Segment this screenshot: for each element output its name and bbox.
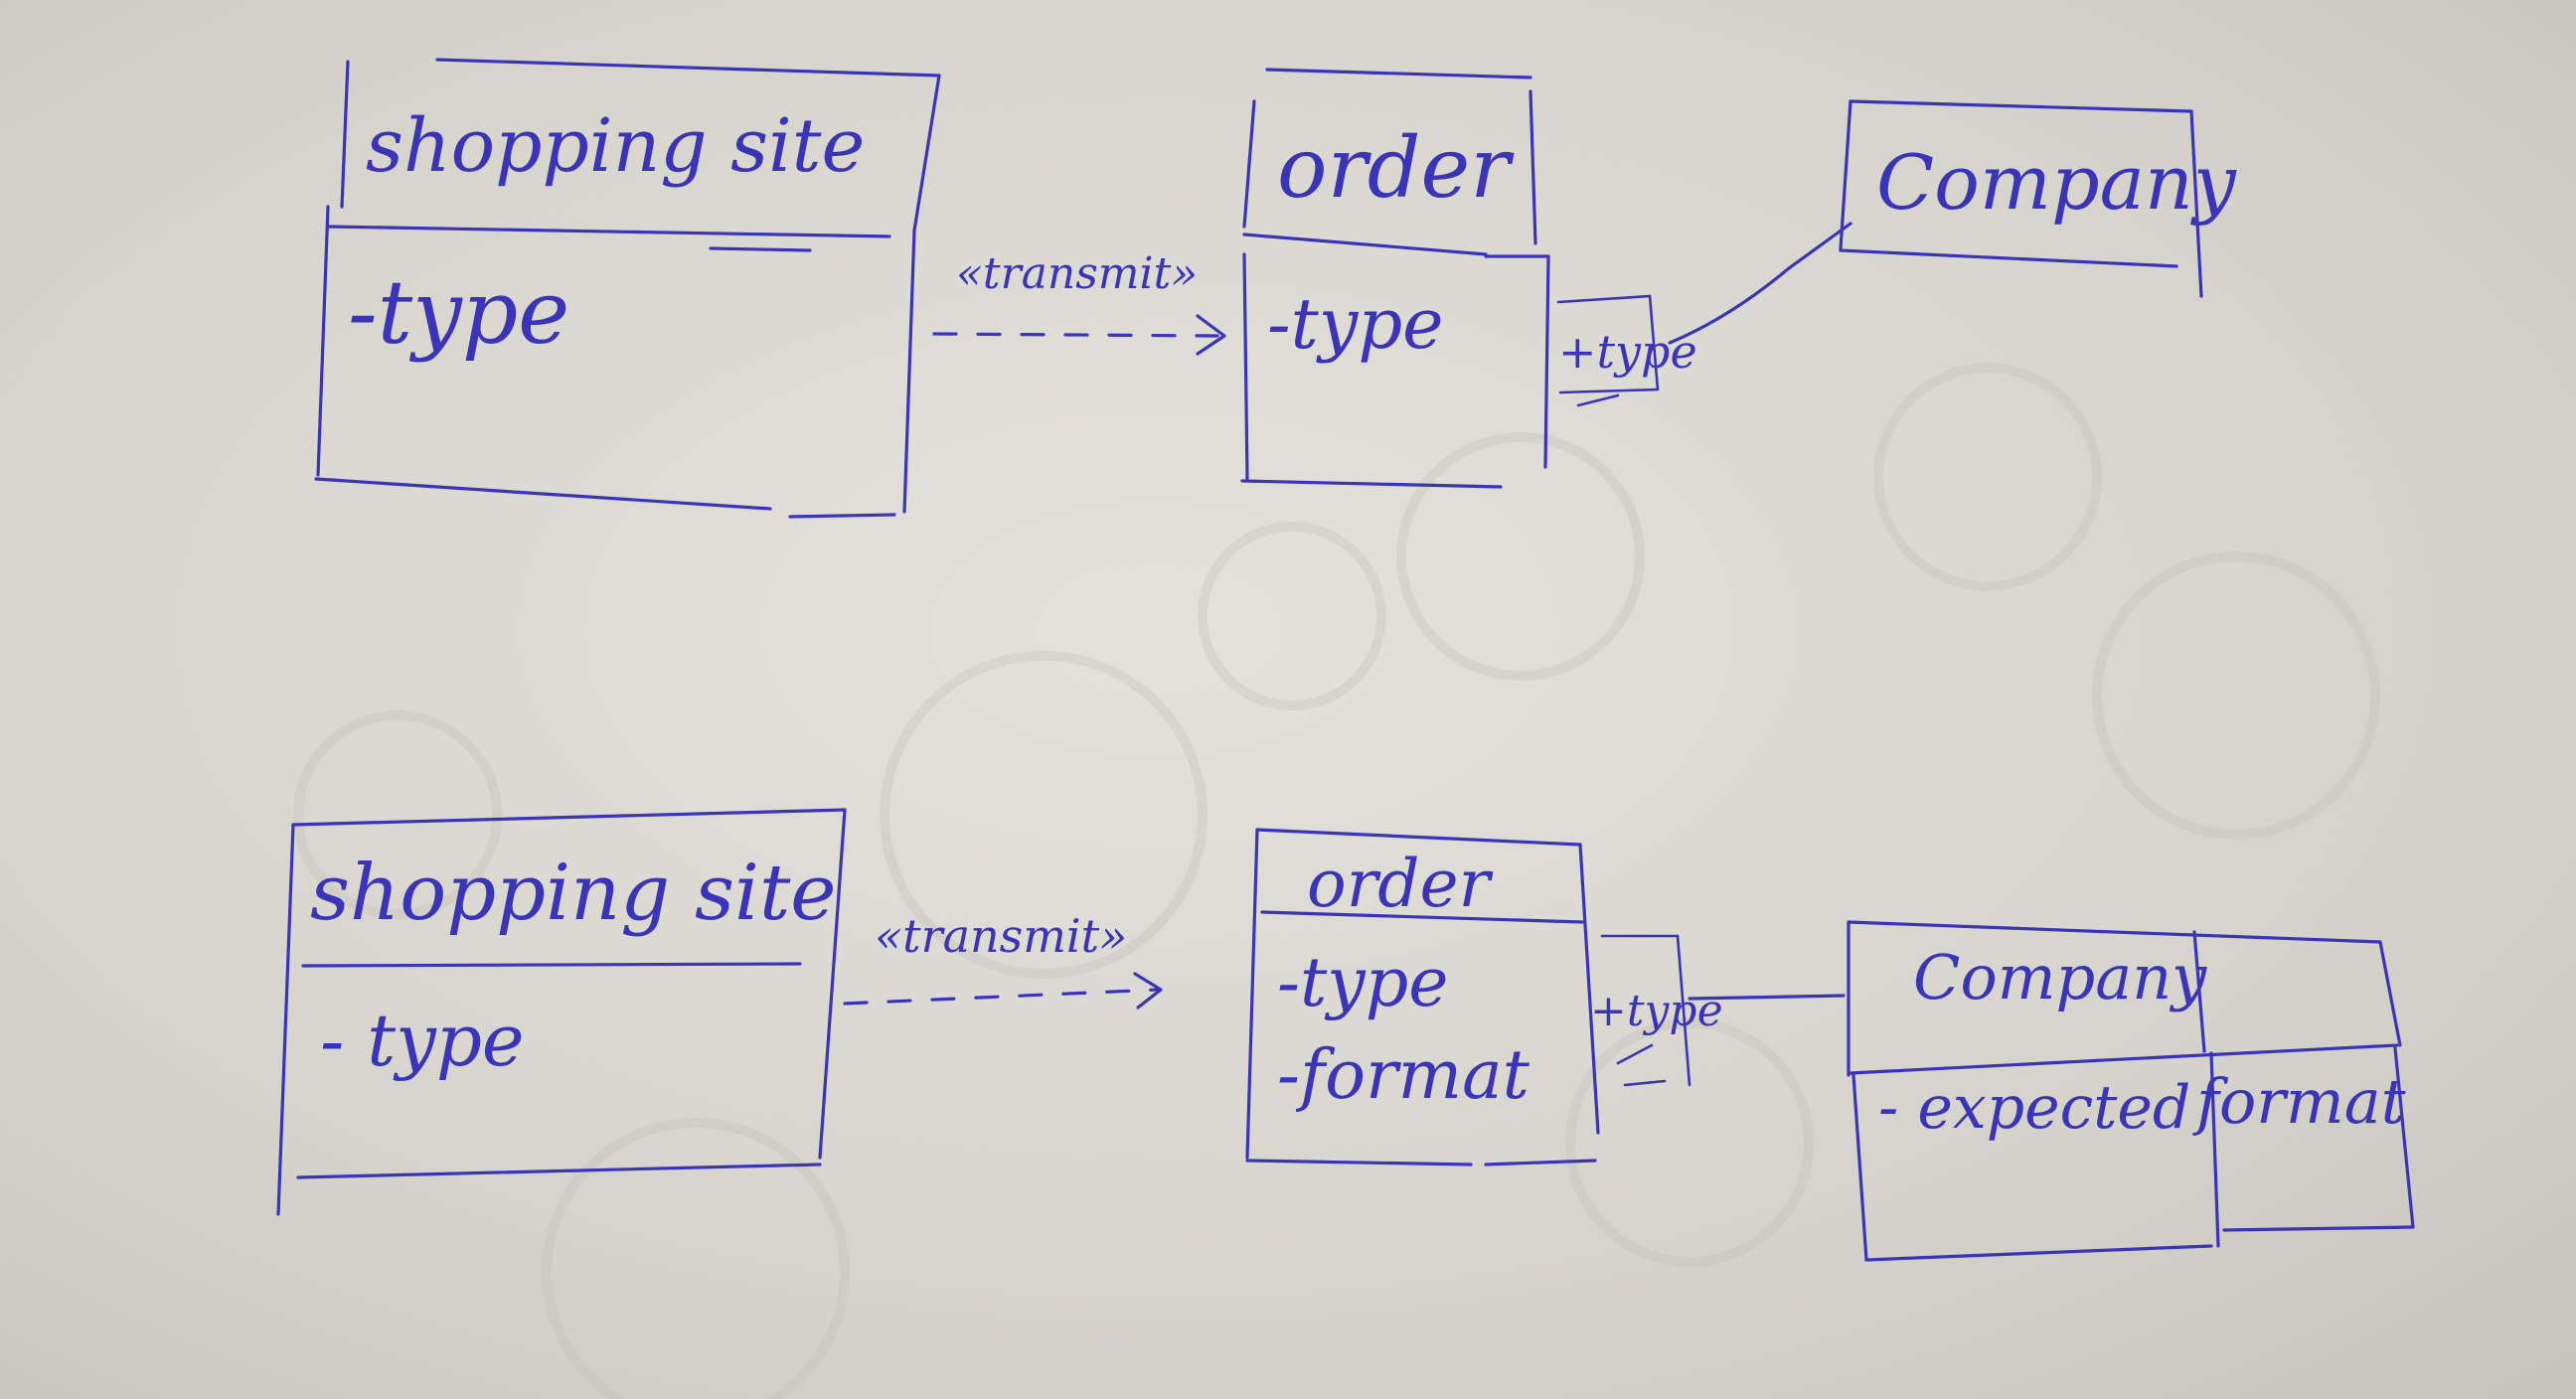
top-transmit-dependency: «transmit» xyxy=(932,248,1226,356)
bottom-order-class: order -type -format xyxy=(1245,828,1600,1166)
top-type-interface: +type xyxy=(1556,294,1697,407)
bottom-dependency-arrowhead xyxy=(1133,972,1163,1010)
top-company-name: Company xyxy=(1876,138,2237,227)
top-shopping-site-class: shopping site -type xyxy=(314,58,941,519)
paper-watermark-pattern xyxy=(293,363,2380,1399)
top-transmit-stereotype: «transmit» xyxy=(956,248,1198,299)
bottom-company-attribute: - expected xyxy=(1878,1073,2190,1143)
top-interface-label: +type xyxy=(1558,325,1697,379)
top-company-class: Company xyxy=(1839,99,2237,298)
top-order-attribute: -type xyxy=(1267,283,1444,365)
top-association-line xyxy=(1668,222,1852,345)
bottom-transmit-stereotype: «transmit» xyxy=(875,909,1127,963)
bottom-company-name: Company xyxy=(1913,941,2207,1013)
bottom-shopping-site-name: shopping site xyxy=(310,849,836,938)
bottom-shopping-site-class: shopping site - type xyxy=(276,808,847,1216)
top-order-name: order xyxy=(1277,119,1515,217)
bottom-order-name: order xyxy=(1307,846,1494,922)
top-shopping-site-name: shopping site xyxy=(366,103,865,189)
top-dependency-arrowhead xyxy=(1196,314,1226,356)
bottom-type-interface: +type xyxy=(1590,934,1723,1087)
bottom-association-line xyxy=(1688,994,1846,1001)
bottom-interface-label: +type xyxy=(1590,986,1723,1036)
top-order-class: order -type xyxy=(1240,68,1550,489)
bottom-order-attribute-format: -format xyxy=(1277,1036,1530,1115)
bottom-transmit-dependency: «transmit» xyxy=(843,909,1163,1010)
top-shopping-site-attribute: -type xyxy=(348,261,569,364)
bottom-company-class: Company - expected format xyxy=(1847,920,2415,1262)
bottom-shopping-site-attribute: - type xyxy=(320,999,525,1082)
bottom-company-attribute-extra: format xyxy=(2192,1065,2406,1138)
bottom-order-attribute-type: -type xyxy=(1277,944,1449,1022)
